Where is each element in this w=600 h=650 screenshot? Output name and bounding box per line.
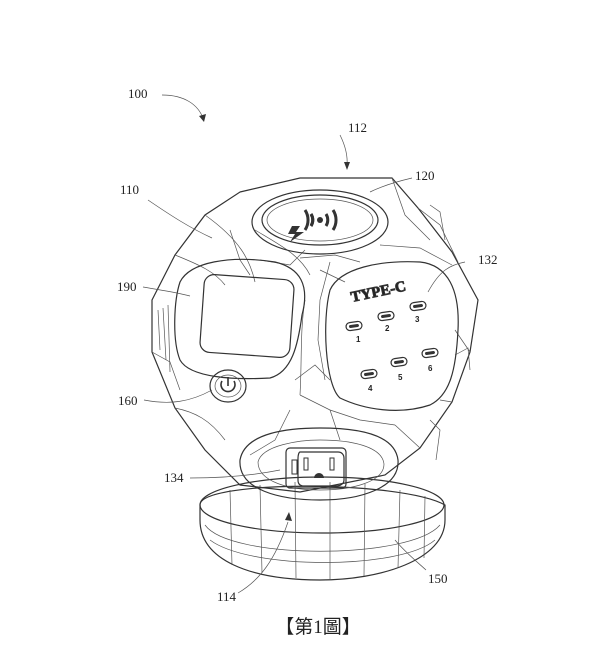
power-icon [220, 377, 236, 393]
ref-120: 120 [415, 168, 435, 183]
port-number-2: 2 [385, 324, 390, 333]
leader-lines [142, 94, 466, 594]
usb-c-panel: TYPE-C 1 2 3 4 5 6 [325, 261, 459, 411]
port-number-6: 6 [428, 364, 433, 373]
usb-c-port-6 [420, 347, 440, 359]
port-number-1: 1 [356, 335, 361, 344]
device-body [151, 177, 479, 493]
ref-100: 100 [128, 86, 148, 101]
power-button [209, 369, 247, 403]
ac-outlet-icon [285, 447, 347, 489]
usb-c-port-2 [376, 310, 396, 322]
usb-c-port-1 [344, 320, 364, 332]
ref-150: 150 [428, 571, 448, 586]
port-number-3: 3 [415, 315, 420, 324]
port-number-4: 4 [368, 384, 373, 393]
ref-112: 112 [348, 120, 367, 135]
usb-c-port-4 [359, 368, 379, 380]
ref-114: 114 [217, 589, 237, 604]
usb-c-label: TYPE-C [350, 279, 408, 306]
ref-190: 190 [117, 279, 137, 294]
reference-numerals: 100 112 110 120 132 190 160 134 150 114 [117, 86, 498, 604]
usb-c-port-3 [408, 300, 428, 312]
ref-160: 160 [118, 393, 138, 408]
ref-134: 134 [164, 470, 184, 485]
wireless-charging-icon [288, 209, 338, 242]
ref-110: 110 [120, 182, 139, 197]
wireless-charging-pad [251, 189, 389, 255]
display-panel [174, 258, 306, 380]
ac-outlet [239, 427, 399, 501]
figure-caption: 【第1圖】 [275, 616, 361, 638]
usb-c-port-5 [389, 356, 409, 368]
base-stand [199, 476, 446, 581]
port-number-5: 5 [398, 373, 403, 382]
ref-132: 132 [478, 252, 498, 267]
